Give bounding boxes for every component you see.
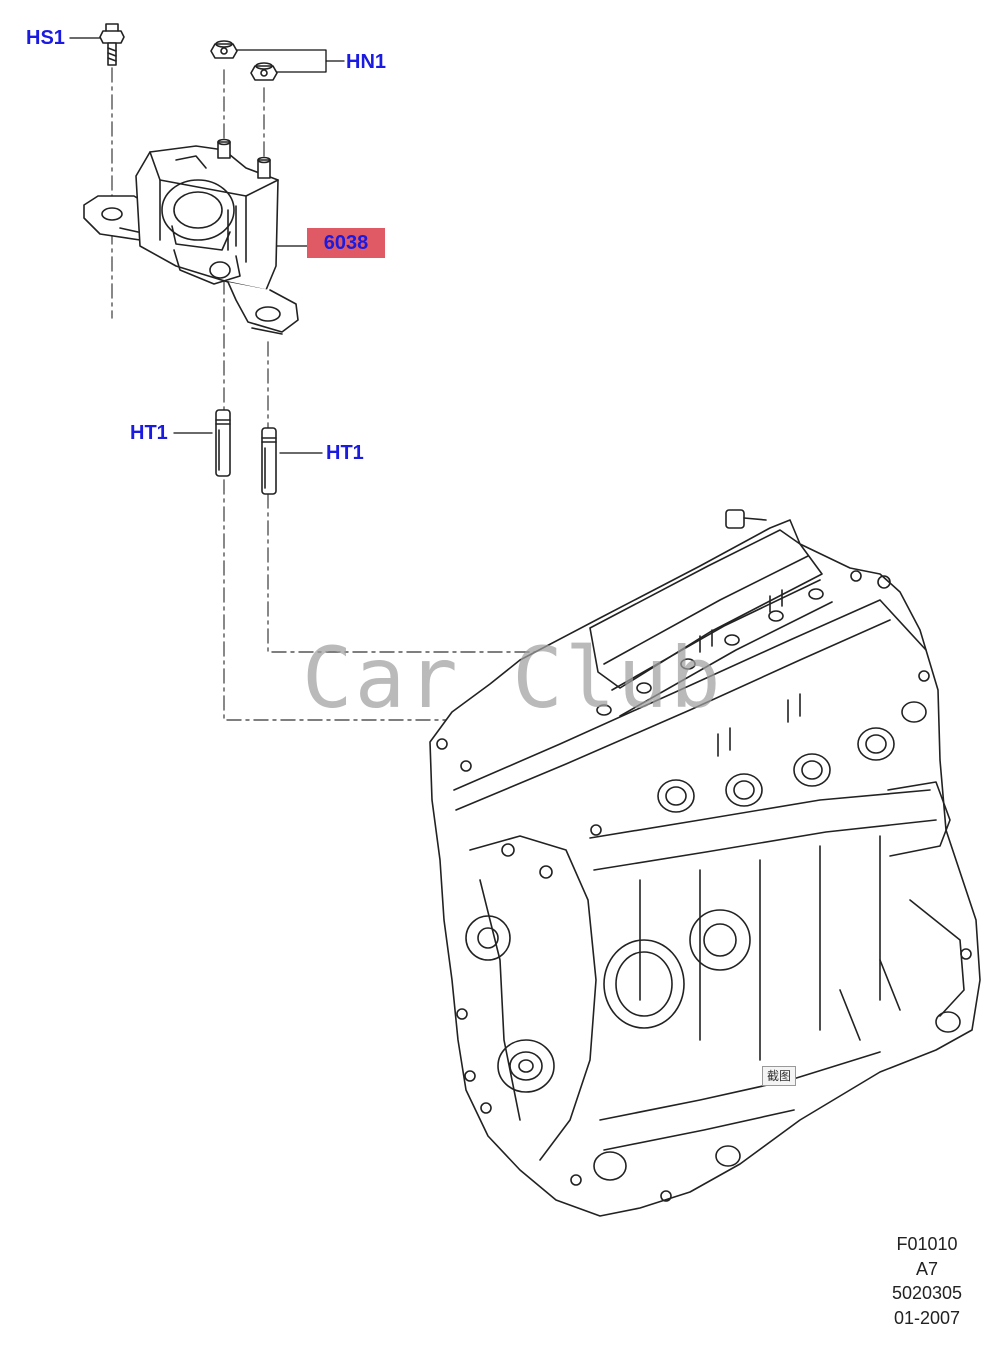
- part-number-highlight: 6038: [307, 228, 385, 258]
- callout-ht1-left: HT1: [130, 422, 168, 444]
- stud-ht1-left: [216, 410, 230, 476]
- diagram-reference: F01010 A7 5020305 01-2007: [872, 1232, 982, 1330]
- engine-mount-6038: [84, 140, 298, 335]
- callout-hs1: HS1: [26, 27, 65, 49]
- reference-number: 5020305: [891, 1283, 963, 1303]
- screenshot-tag: 截图: [762, 1066, 797, 1086]
- stud-ht1-right: [262, 428, 276, 494]
- callout-leaders: [70, 38, 344, 453]
- watermark-text: Car Club: [302, 629, 723, 727]
- nut-hn1-upper: [211, 41, 237, 58]
- reference-section: A7: [915, 1258, 939, 1279]
- reference-code: F01010: [896, 1234, 958, 1254]
- nut-hn1-lower: [251, 63, 277, 80]
- reference-date: 01-2007: [893, 1307, 961, 1328]
- engine-block: [430, 510, 980, 1216]
- bolt-hs1: [100, 24, 124, 65]
- callout-ht1-right: HT1: [326, 442, 364, 464]
- callout-hn1: HN1: [346, 51, 387, 73]
